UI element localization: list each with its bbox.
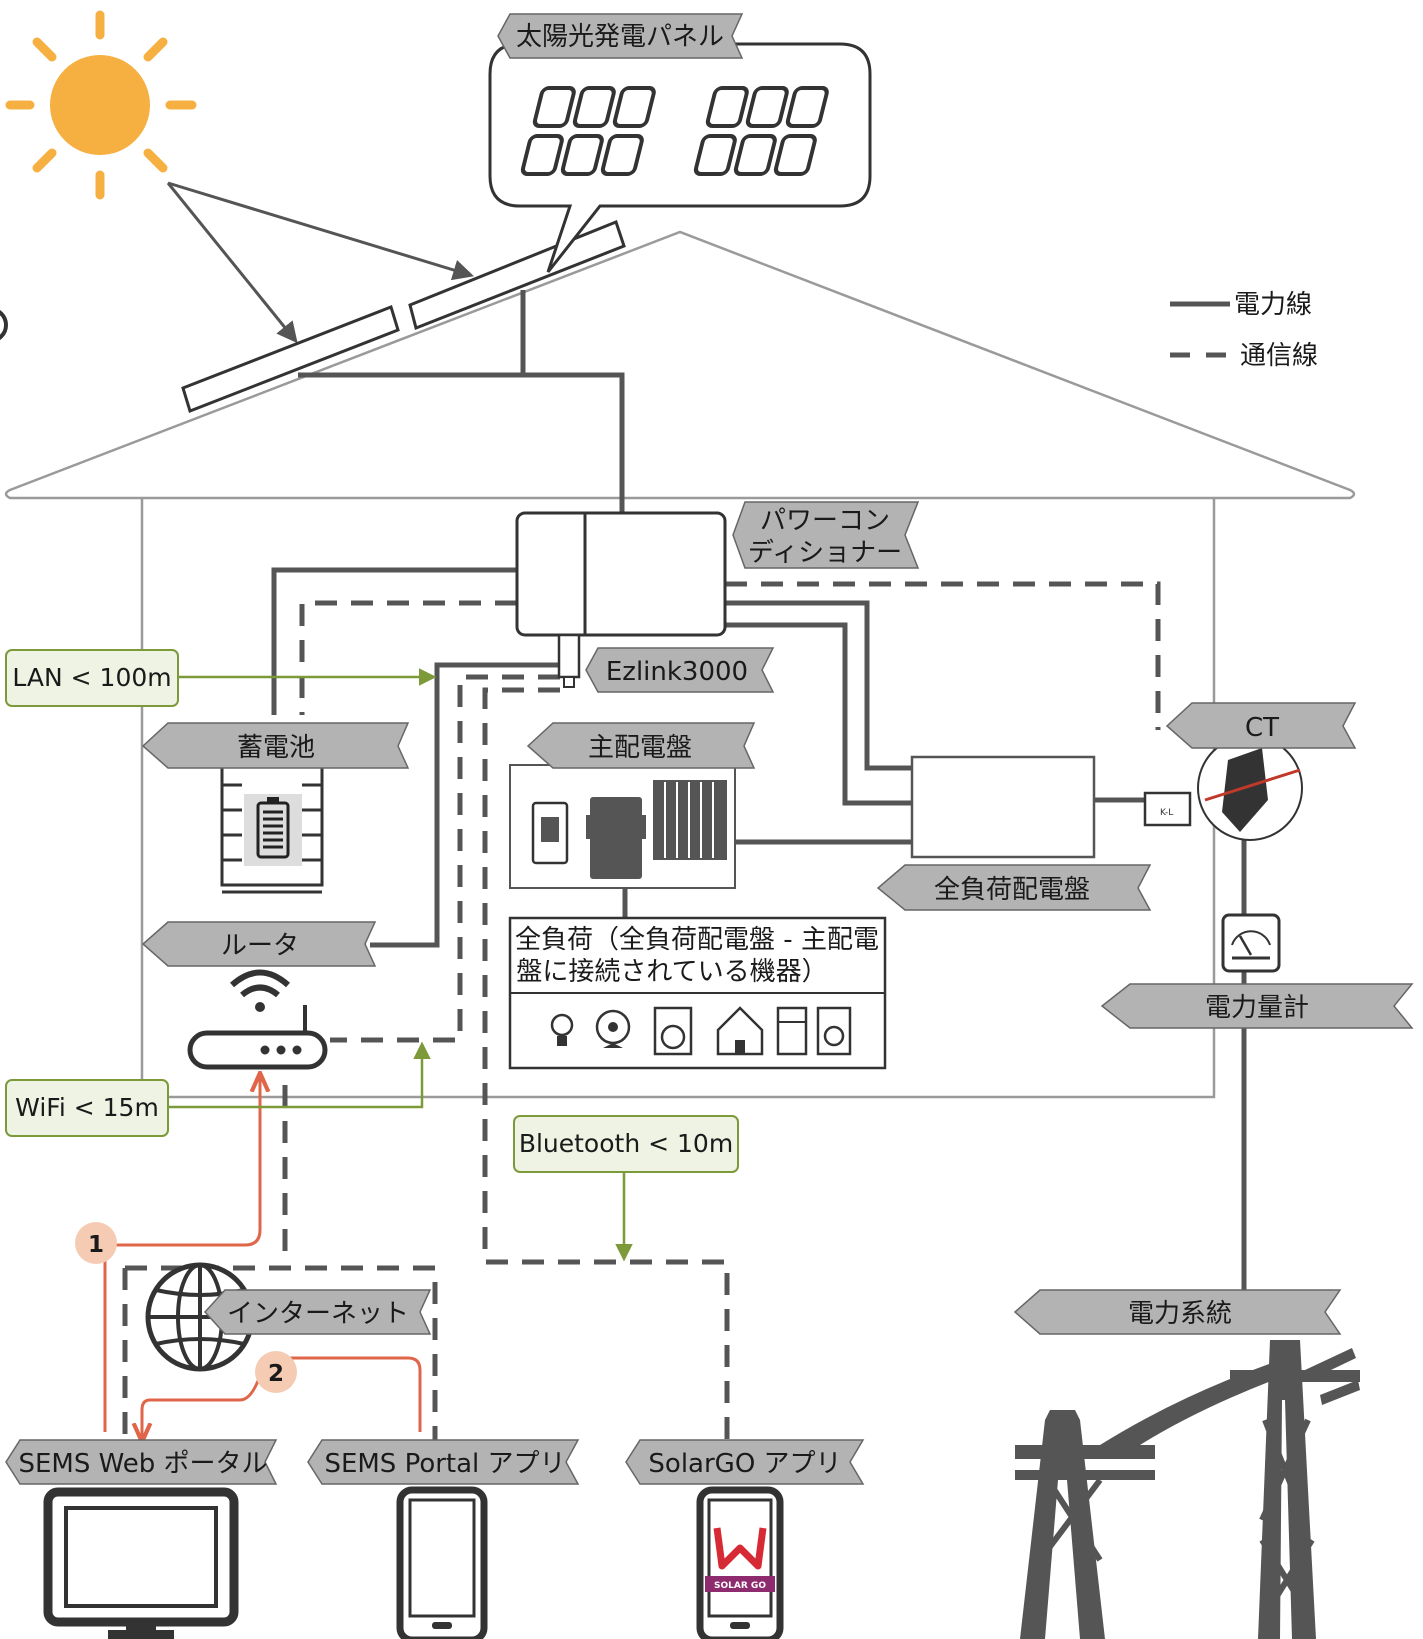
svg-text:LAN < 100m: LAN < 100m [12,663,171,692]
tag-internet: インターネット [203,1289,432,1335]
solargo-logo-icon: SOLAR GO [705,1527,775,1592]
tag-grid: 電力系統 [1013,1289,1342,1335]
legend: 電力線 通信線 [1170,290,1318,371]
tag-sems-portal: SEMS Portal アプリ [307,1439,580,1485]
panel-bubble [488,42,872,273]
svg-text:全負荷配電盤: 全負荷配電盤 [934,875,1090,905]
tag-solar-panel: 太陽光発電パネル [497,13,744,59]
phone-icon [396,1486,488,1639]
step-arrows [103,1075,422,1440]
svg-text:SolarGO アプリ: SolarGO アプリ [648,1449,841,1479]
ct-sensor-icon: K-L [1143,735,1303,841]
svg-text:CT: CT [1245,713,1279,743]
edge-circle-icon [0,310,8,340]
transmission-tower-icon [1015,1340,1360,1639]
tag-battery: 蓄電池 [141,722,410,769]
legend-power-label: 電力線 [1234,290,1312,320]
battery-icon [256,797,290,859]
svg-text:Bluetooth < 10m: Bluetooth < 10m [519,1129,733,1158]
svg-text:パワーコン: パワーコン [760,506,890,536]
sunlight-arrows [166,181,475,344]
ct-tag-text: K-L [1160,808,1173,818]
solargo-logo-text: SOLAR GO [714,1581,766,1591]
solargo-phone-icon: SOLAR GO [696,1486,784,1639]
svg-text:電力系統: 電力系統 [1128,1299,1232,1329]
svg-text:電力量計: 電力量計 [1205,993,1309,1023]
tag-meter: 電力量計 [1100,983,1414,1029]
dryer-icon [816,1006,852,1056]
meter-icon [1221,913,1281,973]
bluetooth-range-note: Bluetooth < 10m [513,1115,739,1173]
lightbulb-icon [550,1013,574,1046]
tag-sems-web: SEMS Web ポータル [5,1439,278,1485]
solar-panels [181,220,626,413]
tag-solargo: SolarGO アプリ [625,1439,865,1485]
svg-text:SEMS Portal アプリ: SEMS Portal アプリ [324,1449,565,1479]
svg-text:SEMS Web ポータル: SEMS Web ポータル [18,1449,267,1479]
house-roof [4,230,1356,500]
tag-ct: CT [1165,702,1357,749]
svg-text:Ezlink3000: Ezlink3000 [606,657,748,687]
wifi-range-note: WiFi < 15m [5,1079,169,1137]
step-1-badge: 1 [75,1222,117,1264]
tag-full-load-board: 全負荷配電盤 [876,864,1152,911]
refrigerator-icon [776,1006,808,1056]
tag-ezlink: Ezlink3000 [585,647,775,693]
sun-icon [5,10,197,200]
svg-text:蓄電池: 蓄電池 [237,733,315,763]
svg-text:ルータ: ルータ [221,931,299,961]
svg-text:インターネット: インターネット [227,1299,409,1329]
full-load-text-1: 全負荷（全負荷配電盤 - 主配電 [515,925,879,955]
fan-icon [595,1009,631,1048]
battery-device [220,763,324,894]
svg-text:2: 2 [268,1361,284,1387]
full-load-text-2: 盤に接続されている機器） [516,957,827,987]
tag-power-conditioner: パワーコン ディショナー [732,501,920,569]
tag-main-board: 主配電盤 [526,722,756,769]
range-arrows [168,668,633,1262]
legend-comm-label: 通信線 [1240,341,1318,371]
house-icon [716,1006,764,1056]
step-2-badge: 2 [255,1351,297,1393]
svg-text:WiFi < 15m: WiFi < 15m [15,1093,159,1122]
main-distribution-board [509,764,736,889]
washing-machine-icon [653,1006,693,1056]
power-lines [271,290,1247,1290]
full-load-board-device [910,755,1096,859]
svg-text:主配電盤: 主配電盤 [588,733,692,763]
tag-router: ルータ [141,921,377,967]
svg-text:1: 1 [88,1232,104,1258]
full-load-table: 全負荷（全負荷配電盤 - 主配電 盤に接続されている機器） [508,916,887,1070]
monitor-icon [43,1487,239,1639]
svg-text:太陽光発電パネル: 太陽光発電パネル [516,22,724,52]
svg-text:ディショナー: ディショナー [748,538,902,568]
router-icon [187,969,328,1070]
lan-range-note: LAN < 100m [5,649,179,707]
power-conditioner-device [515,511,727,688]
